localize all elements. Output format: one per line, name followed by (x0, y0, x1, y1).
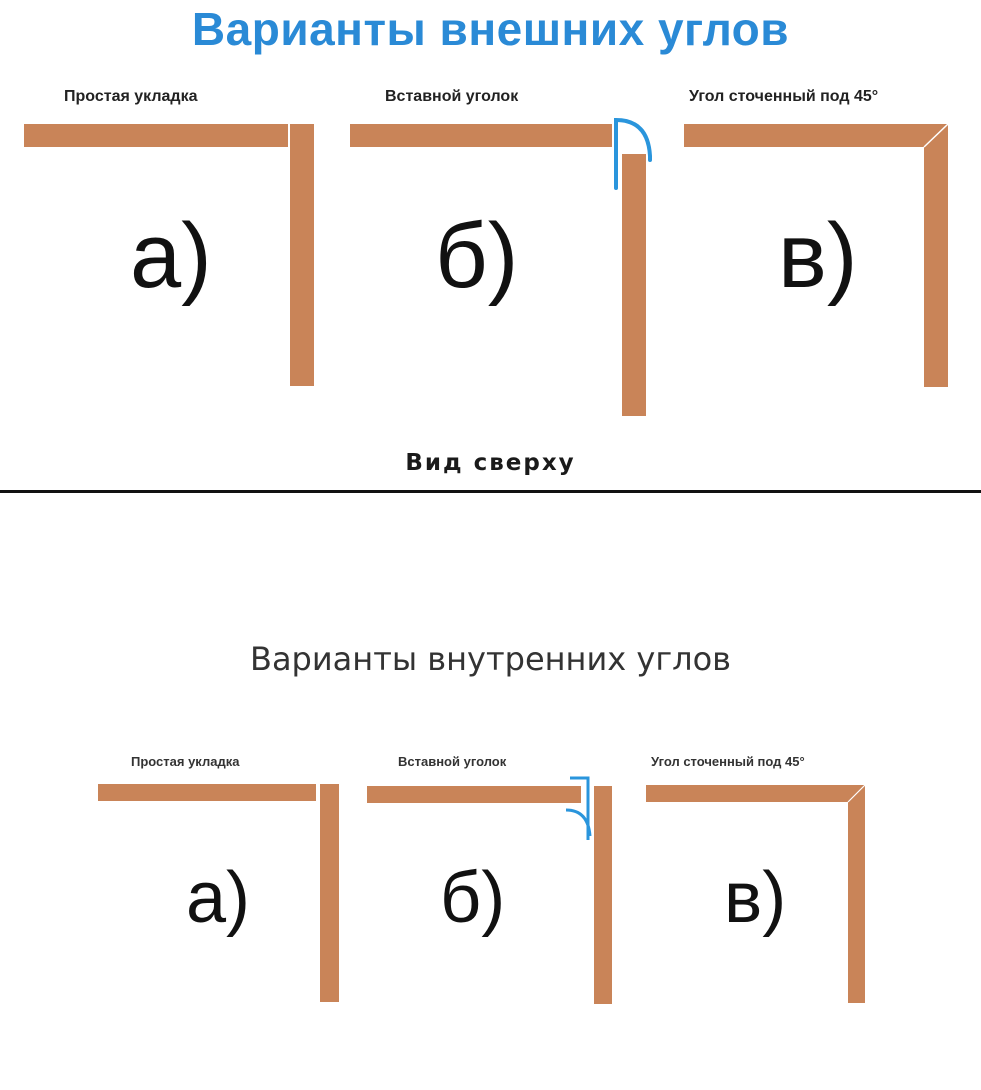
outer-caption-45-degree: Угол сточенный под 45° (689, 88, 879, 105)
inner-c-miter-line (847, 784, 866, 803)
outer-b-horizontal-board (350, 124, 612, 147)
inner-letter-v: в) (724, 858, 787, 938)
outer-letter-v: в) (778, 205, 858, 307)
inner-a-horizontal-board (98, 784, 316, 801)
inner-corners-title: Варианты внутренних углов (249, 640, 732, 678)
outer-caption-insert-corner: Вставной уголок (385, 88, 519, 105)
inner-a-vertical-board (320, 784, 339, 1002)
inner-insert-corner-drawing (367, 776, 612, 1004)
inner-simple-corner-drawing (98, 784, 339, 1002)
inner-letter-b: б) (440, 858, 506, 938)
section-divider (0, 490, 981, 493)
outer-b-vertical-board (622, 154, 646, 416)
inner-caption-insert-corner: Вставной уголок (398, 754, 507, 769)
inner-b-corner-profile (570, 776, 590, 840)
outer-a-horizontal-board (24, 124, 288, 147)
inner-letter-a: а) (186, 858, 251, 938)
outer-letter-b: б) (435, 205, 519, 307)
outer-45-corner-drawing (684, 123, 949, 387)
inner-b-vertical-board (594, 786, 612, 1004)
inner-caption-simple: Простая укладка (131, 754, 240, 769)
inner-caption-45-degree: Угол сточенный под 45° (651, 754, 805, 769)
outer-c-vertical-board (924, 124, 948, 387)
inner-c-horizontal-board (646, 785, 865, 802)
outer-corners-title: Варианты внешних углов (191, 3, 790, 55)
top-view-label: Вид сверху (405, 450, 576, 476)
outer-insert-corner-drawing (350, 117, 652, 416)
outer-letter-a: а) (130, 205, 212, 307)
inner-45-corner-drawing (646, 784, 866, 1003)
inner-b-corner-profile-curve (565, 808, 592, 837)
outer-caption-simple: Простая укладка (64, 88, 198, 105)
outer-c-miter-line (923, 123, 949, 148)
outer-a-vertical-board (290, 124, 314, 386)
outer-c-horizontal-board (684, 124, 948, 147)
inner-c-vertical-board (848, 785, 865, 1003)
inner-b-horizontal-board (367, 786, 581, 803)
outer-simple-corner-drawing (24, 124, 314, 386)
outer-b-corner-profile (614, 117, 652, 190)
